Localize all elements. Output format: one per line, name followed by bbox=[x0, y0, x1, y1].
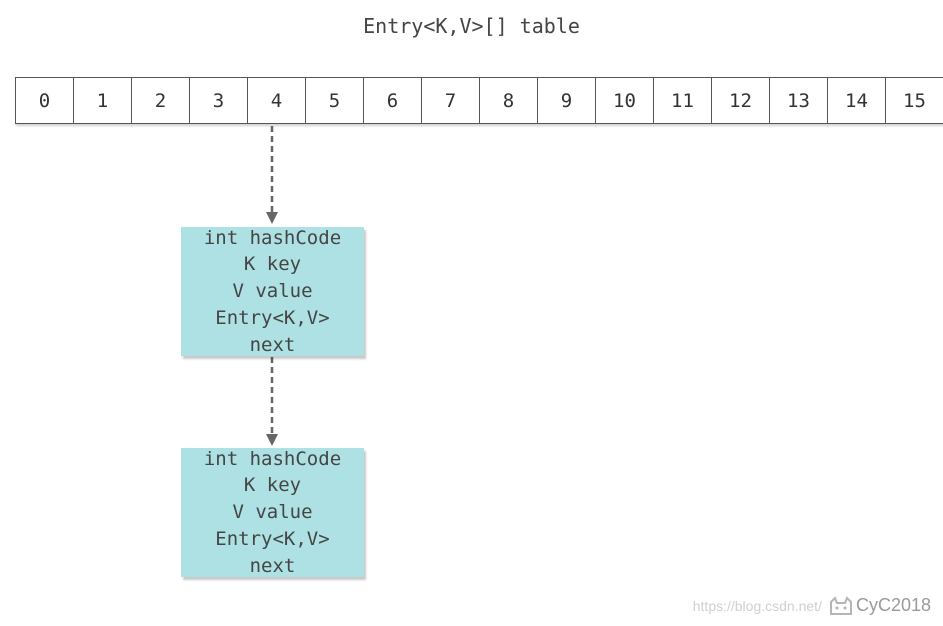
cat-logo-icon bbox=[829, 595, 852, 615]
table-cell: 6 bbox=[363, 77, 422, 124]
table-cell: 5 bbox=[305, 77, 364, 124]
field-key: K key bbox=[243, 253, 302, 276]
table-cell: 2 bbox=[131, 77, 190, 124]
field-next-type: Entry<K,V> bbox=[215, 527, 330, 550]
field-value: V value bbox=[232, 280, 313, 303]
table-cell: 11 bbox=[653, 77, 712, 124]
field-hashcode: int hashCode bbox=[203, 447, 342, 470]
table-cell: 0 bbox=[15, 77, 74, 124]
entry-node: int hashCode K key V value Entry<K,V> ne… bbox=[181, 448, 364, 577]
watermark-author: CyC2018 bbox=[855, 595, 931, 615]
entry-table: 0 1 2 3 4 5 6 7 8 9 10 11 12 13 14 15 bbox=[15, 77, 943, 124]
diagram-title: Entry<K,V>[] table bbox=[363, 14, 580, 38]
table-cell: 3 bbox=[189, 77, 248, 124]
pointer-arrowhead bbox=[266, 434, 278, 446]
table-cell: 12 bbox=[711, 77, 770, 124]
field-key: K key bbox=[243, 474, 302, 497]
pointer-arrowhead bbox=[266, 212, 278, 224]
table-cell: 4 bbox=[247, 77, 306, 124]
table-cell: 13 bbox=[769, 77, 828, 124]
table-cell: 14 bbox=[827, 77, 886, 124]
field-value: V value bbox=[232, 501, 313, 524]
table-cell: 15 bbox=[885, 77, 943, 124]
field-next: next bbox=[249, 554, 296, 577]
watermark-url: https://blog.csdn.net/ bbox=[692, 597, 822, 614]
table-cell: 8 bbox=[479, 77, 538, 124]
table-cell: 7 bbox=[421, 77, 480, 124]
table-cell: 9 bbox=[537, 77, 596, 124]
field-hashcode: int hashCode bbox=[203, 226, 342, 249]
table-cell: 10 bbox=[595, 77, 654, 124]
field-next-type: Entry<K,V> bbox=[215, 306, 330, 329]
entry-node: int hashCode K key V value Entry<K,V> ne… bbox=[181, 227, 364, 356]
watermark: https://blog.csdn.net/ CyC2018 bbox=[693, 595, 931, 616]
field-next: next bbox=[249, 333, 296, 356]
